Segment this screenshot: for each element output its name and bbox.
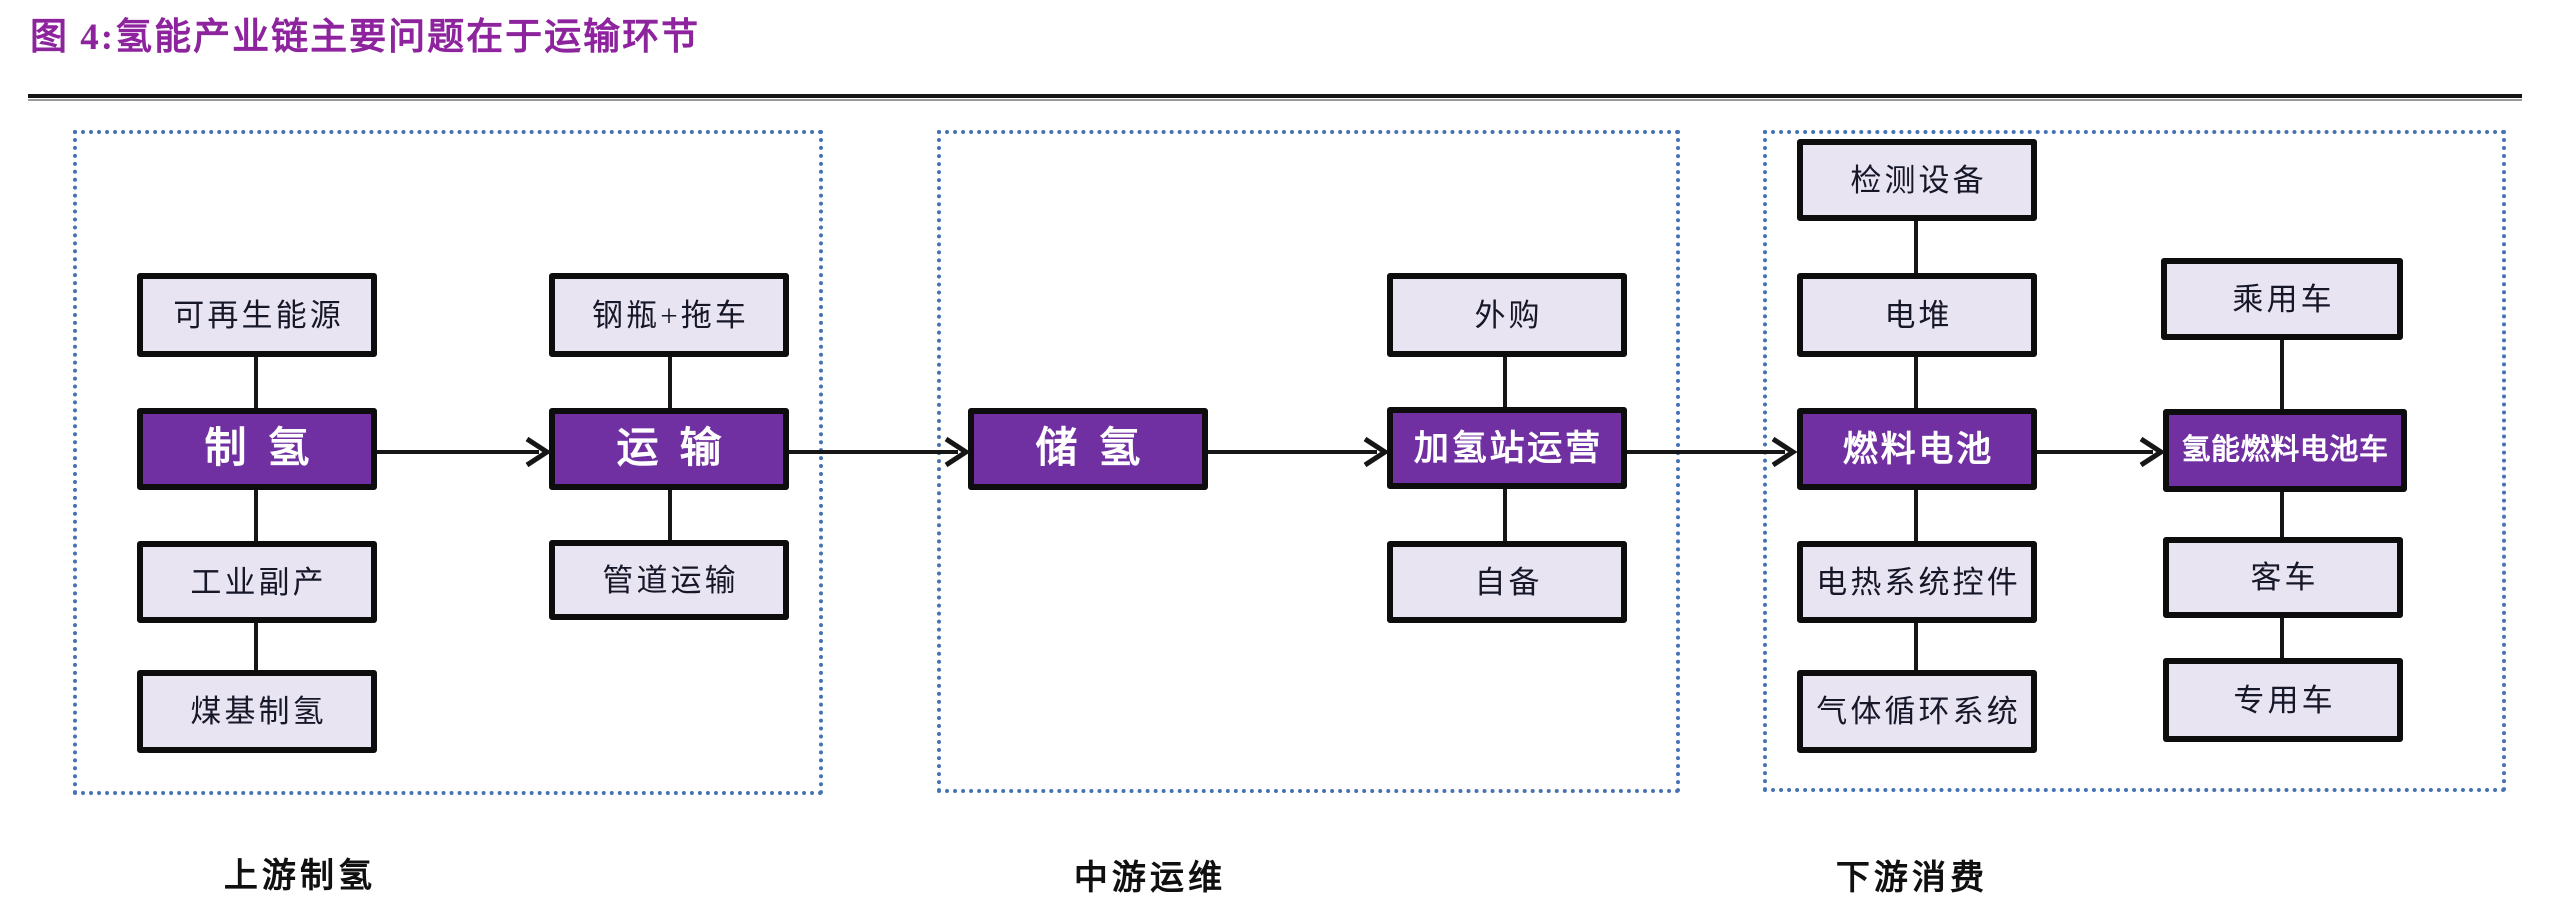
node-renewable-energy: 可再生能源 [137, 273, 377, 357]
title-divider [28, 94, 2522, 98]
section-upstream-frame [73, 130, 823, 795]
flow-arrow-production-to-transport [377, 434, 551, 470]
flow-arrow-storage-to-station [1208, 434, 1389, 470]
node-passenger-car: 乘用车 [2161, 258, 2403, 340]
connector-line [1914, 490, 1918, 541]
node-transport: 运输 [549, 408, 789, 490]
section-downstream-frame [1763, 130, 2506, 792]
connector-line [2280, 340, 2284, 409]
flow-arrow-station-to-fuelcell [1627, 434, 1797, 470]
flow-arrow-transport-to-storage [789, 434, 970, 470]
node-pipeline-transport: 管道运输 [549, 540, 789, 620]
connector-line [1503, 357, 1507, 407]
node-bus: 客车 [2163, 537, 2403, 618]
figure-title: 图 4:氢能产业链主要问题在于运输环节 [30, 17, 701, 58]
connector-line [1503, 489, 1507, 541]
node-cylinder-trailer: 钢瓶+拖车 [549, 273, 789, 357]
node-hydrogen-fcev: 氢能燃料电池车 [2163, 409, 2407, 492]
connector-line [668, 357, 672, 408]
section-midstream-frame [937, 130, 1680, 793]
node-hydrogen-storage: 储氢 [968, 408, 1208, 490]
node-station-operation: 加氢站运营 [1387, 407, 1627, 489]
node-electrothermal-controls: 电热系统控件 [1797, 541, 2037, 623]
section-label-midstream: 中游运维 [1073, 860, 1227, 897]
node-stack: 电堆 [1797, 273, 2037, 357]
node-testing-equipment: 检测设备 [1797, 139, 2037, 221]
node-external-purchase: 外购 [1387, 273, 1627, 357]
node-gas-circulation: 气体循环系统 [1797, 670, 2037, 753]
connector-line [1914, 357, 1918, 408]
connector-line [2280, 492, 2284, 537]
connector-line [668, 490, 672, 540]
connector-line [1914, 221, 1918, 273]
node-fuel-cell: 燃料电池 [1797, 408, 2037, 490]
connector-line [1914, 623, 1918, 670]
section-label-downstream: 下游消费 [1835, 860, 1989, 897]
node-self-provided: 自备 [1387, 541, 1627, 623]
connector-line [254, 623, 258, 670]
flow-arrow-fuelcell-to-fcev [2037, 434, 2165, 470]
connector-line [2280, 618, 2284, 658]
node-coal-based-hydrogen: 煤基制氢 [137, 670, 377, 753]
connector-line [254, 490, 258, 541]
section-label-upstream: 上游制氢 [223, 858, 377, 895]
title-divider-shadow [28, 99, 2522, 101]
node-hydrogen-production: 制氢 [137, 408, 377, 490]
connector-line [254, 357, 258, 408]
node-industrial-byproduct: 工业副产 [137, 541, 377, 623]
node-special-vehicle: 专用车 [2163, 658, 2403, 742]
